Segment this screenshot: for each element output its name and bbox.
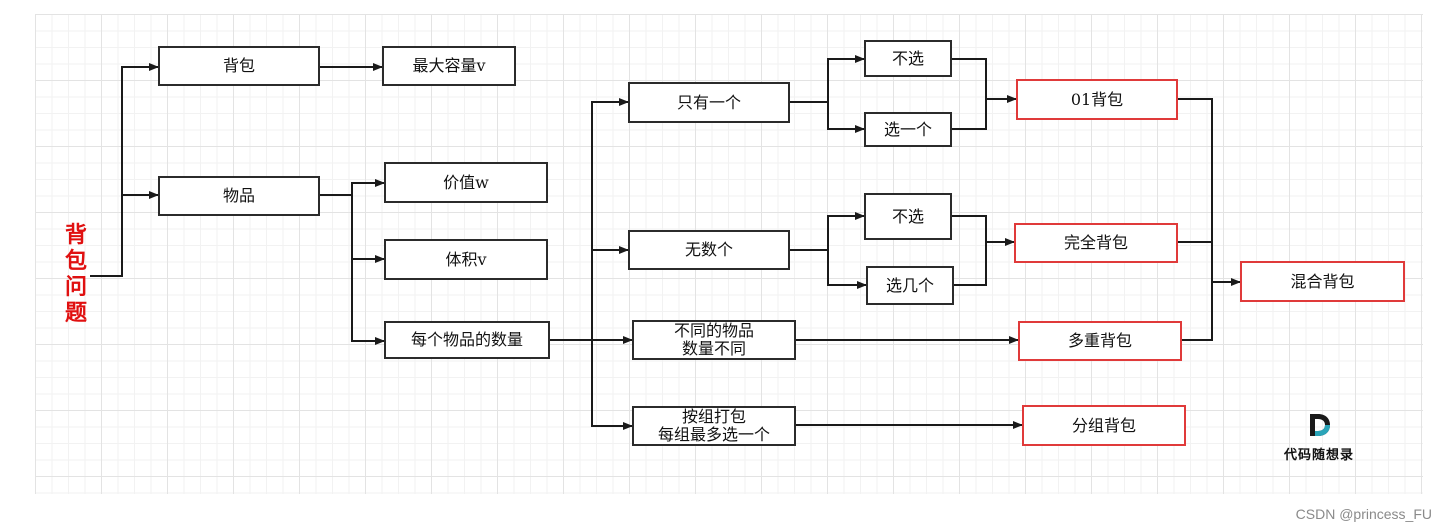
edge-choices-complete: [952, 215, 1014, 286]
node-01-knapsack: 01背包: [1016, 79, 1178, 120]
edge-item-volume: [351, 195, 385, 263]
edge-item-value: [320, 179, 385, 196]
node-item: 物品: [158, 176, 320, 216]
edge-quantity-onlyone: [550, 98, 629, 341]
node-not-choose-2: 不选: [864, 193, 952, 240]
edge-quantity-grouped: [591, 340, 633, 430]
edge-infinite-several: [827, 250, 867, 289]
logo: 代码随想录: [1274, 412, 1364, 463]
node-infinite: 无数个: [628, 230, 790, 270]
node-complete-knapsack: 完全背包: [1014, 223, 1178, 263]
edge-infinite-notchoose: [790, 212, 865, 251]
node-choose-one: 选一个: [864, 112, 952, 147]
node-diff-qty: 不同的物品 数量不同: [632, 320, 796, 360]
node-not-choose-1: 不选: [864, 40, 952, 77]
edge-choices-zeroone: [952, 58, 1016, 130]
edge-onlyone-notchoose: [790, 55, 865, 103]
edge-to-mixed: [1178, 98, 1240, 341]
node-multiple-knapsack: 多重背包: [1018, 321, 1182, 361]
watermark: CSDN @princess_FU: [1295, 506, 1432, 522]
edge-onlyone-chooseone: [827, 102, 865, 133]
node-group-knapsack: 分组背包: [1022, 405, 1186, 446]
logo-mark-icon: [1310, 414, 1330, 436]
node-grouped: 按组打包 每组最多选一个: [632, 406, 796, 446]
edge-root-knapsack: [90, 63, 159, 277]
node-capacity: 最大容量v: [382, 46, 516, 86]
logo-text: 代码随想录: [1283, 448, 1354, 463]
node-choose-several: 选几个: [866, 266, 954, 305]
node-volume: 体积v: [384, 239, 548, 280]
node-quantity: 每个物品的数量: [384, 321, 550, 359]
node-mixed-knapsack: 混合背包: [1240, 261, 1405, 302]
root-title: 背包问题: [64, 222, 87, 326]
node-knapsack: 背包: [158, 46, 320, 86]
node-value: 价值w: [384, 162, 548, 203]
edge-item-quantity: [351, 259, 385, 345]
node-only-one: 只有一个: [628, 82, 790, 123]
